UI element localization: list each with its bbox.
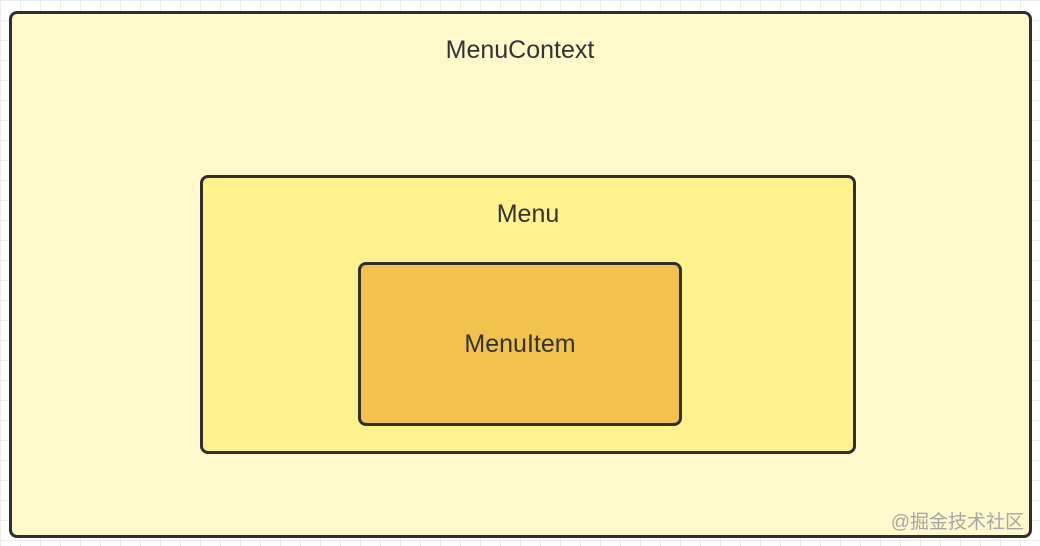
menucontext-label: MenuContext (445, 36, 595, 64)
menu-label: Menu (496, 200, 560, 228)
menuitem-label: MenuItem (464, 330, 576, 358)
menuitem-box (358, 262, 682, 426)
watermark: @掘金技术社区 (890, 512, 1024, 533)
